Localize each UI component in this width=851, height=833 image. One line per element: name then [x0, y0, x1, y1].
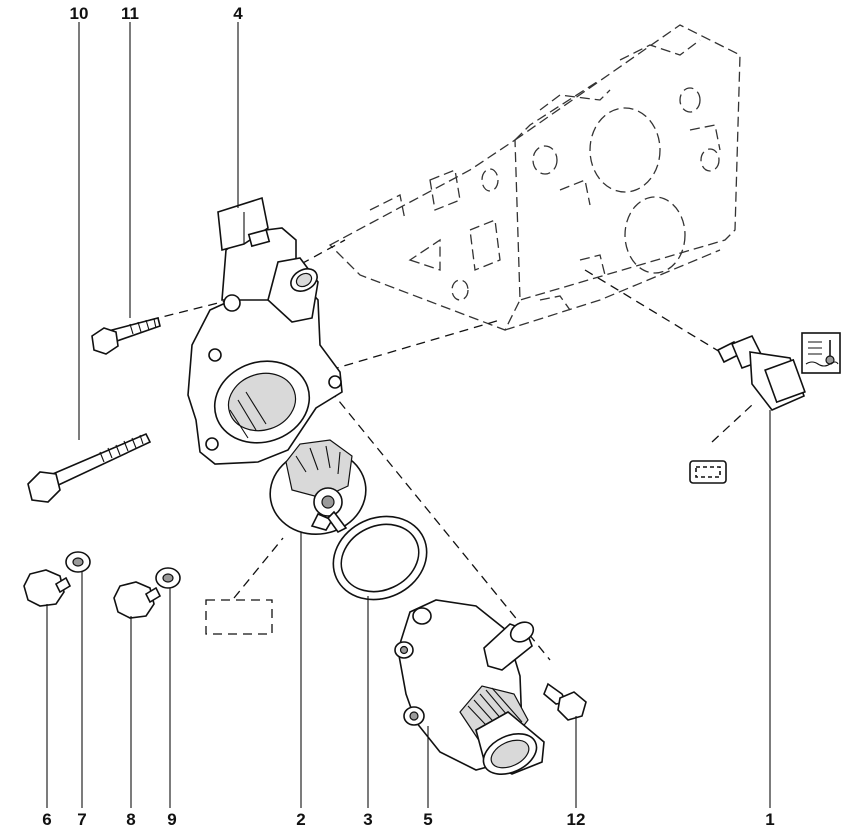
- callout-5: 5: [423, 810, 432, 829]
- coolant-temperature-sensor: [716, 334, 806, 411]
- coolant-temperature-icon: [801, 332, 841, 374]
- thermostat: [269, 439, 367, 535]
- callout-6: 6: [42, 810, 51, 829]
- drain-plug-6: [23, 569, 72, 607]
- water-outlet-cover: [394, 599, 545, 775]
- washer-7: [65, 551, 91, 573]
- callout-2: 2: [296, 810, 305, 829]
- bolt-12: [543, 682, 587, 721]
- callout-8: 8: [126, 810, 135, 829]
- plug-8: [113, 581, 162, 619]
- washer-9: [155, 567, 181, 589]
- engine-block: [328, 24, 741, 331]
- bolt-10: [27, 432, 152, 503]
- callout-3: 3: [363, 810, 372, 829]
- callout-11: 11: [121, 4, 139, 23]
- callout-labels: 10 11 4 6 7 8 9 2 3 5 12 1: [42, 4, 774, 829]
- callout-leaders: [46, 22, 771, 808]
- callout-4: 4: [233, 4, 243, 23]
- callout-7: 7: [77, 810, 86, 829]
- o-ring: [332, 515, 428, 601]
- callout-1: 1: [765, 810, 774, 829]
- bolt-11: [91, 317, 161, 355]
- dashed-reference-box-large: [205, 599, 273, 635]
- callout-9: 9: [167, 810, 176, 829]
- callout-12: 12: [567, 810, 586, 829]
- thermostat-housing: [187, 196, 343, 465]
- callout-10: 10: [70, 4, 89, 23]
- dashed-reference-box-small: [689, 460, 727, 484]
